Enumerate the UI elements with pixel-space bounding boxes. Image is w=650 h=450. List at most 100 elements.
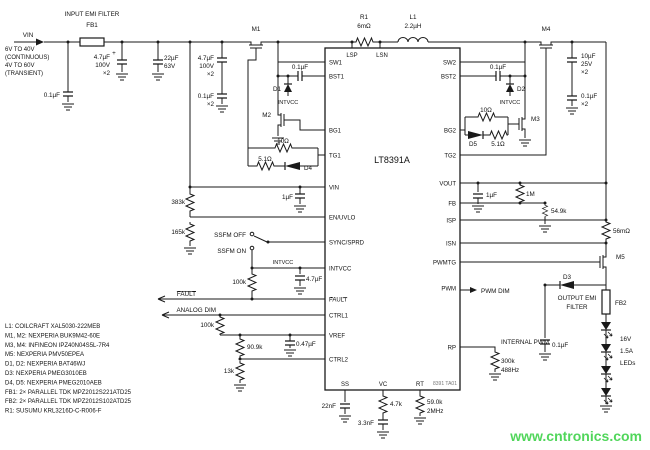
fault-terminal-label: FAULT — [177, 291, 196, 298]
vref-cap-value: 0.47µF — [296, 341, 316, 348]
vc-cap-value: 3.3nF — [358, 420, 374, 427]
pin-label-isn: ISN — [446, 242, 456, 248]
parts-list-item: D3: NEXPERIA PMEG3010EB — [5, 371, 87, 377]
d4-label: D4 — [304, 165, 313, 172]
bootstrap-cap-right — [495, 70, 501, 82]
input-emi-ferrite-fb1 — [79, 37, 105, 47]
boot-cap-left-value: 0.1µF — [292, 64, 308, 71]
l1-value: 2.2µH — [405, 23, 422, 30]
gate-r10-right-value: 10Ω — [480, 107, 492, 114]
divider-909-value: 90.9k — [247, 344, 263, 351]
gate-resistor-5p1-left — [254, 161, 276, 171]
gate-r51-left-value: 5.1Ω — [258, 156, 272, 163]
rp-freq: 488Hz — [501, 367, 519, 374]
outcap1-value: 10µF — [581, 53, 596, 60]
pin-label-vout: VOUT — [439, 182, 456, 188]
rt-freq: 2MHz — [427, 408, 443, 415]
pin-label-ss: SS — [341, 382, 349, 388]
pin-label-ctrl2: CTRL2 — [329, 358, 349, 364]
gate-resistor-5p1-right — [487, 130, 509, 140]
pin-label-bst1: BST1 — [329, 75, 345, 81]
vc-res-value: 4.7k — [390, 401, 403, 408]
d1-label: D1 — [273, 86, 282, 93]
d5-label: D5 — [469, 141, 478, 148]
pin-label-vref: VREF — [329, 334, 345, 340]
en-resistor-165k — [183, 221, 197, 255]
en-r165k-value: 165k — [171, 229, 186, 236]
parts-list-item: M3, M4: INFINEON IPZ40N04S5L-7R4 — [5, 343, 110, 349]
cap-local-rating: 100V — [199, 63, 215, 70]
pin-label-tg2: TG2 — [444, 154, 456, 160]
cap-local2-qty: ×2 — [207, 101, 215, 108]
cap-hf-value: 0.1µF — [44, 92, 60, 99]
pin-label-lsp: LSP — [346, 53, 357, 59]
fb2-label: FB2 — [615, 300, 627, 307]
ss-cap-value: 22nF — [322, 403, 337, 410]
rp-resistor-300k — [488, 349, 502, 381]
pin-label-sync-sprd: SYNC/SPRD — [329, 241, 365, 247]
cap-bulk-value: 4.7µF — [94, 54, 110, 61]
pin-label-vc: VC — [379, 382, 388, 388]
mosfet-m4 — [534, 41, 558, 54]
fault-pullup-value: 100k — [232, 279, 247, 286]
led-voltage: 16V — [620, 336, 632, 343]
pin-label-ctrl1: CTRL1 — [329, 314, 349, 320]
pin-label-intvcc: INTVCC — [329, 267, 352, 273]
input-emi-filter-title: INPUT EMI FILTER — [65, 11, 120, 18]
diode-d4 — [284, 162, 300, 170]
l1-label: L1 — [409, 14, 417, 21]
divider-13k — [233, 360, 247, 392]
ctrl1-resistor-100k — [215, 314, 225, 336]
pin-label-fault: FAULT — [329, 298, 348, 304]
fault-pullup-100k — [247, 271, 257, 293]
cap-22u-value: 22µF — [164, 55, 179, 62]
boot-cap-right-value: 0.1µF — [490, 64, 506, 71]
vin-terminal-label: VIN — [23, 32, 34, 39]
vin-range-line2: (CONTINUOUS) — [5, 55, 49, 61]
vin-range-line3: 4V TO 60V — [5, 63, 34, 69]
rp-value: 300k — [501, 358, 516, 365]
vref-cap-0p47 — [283, 340, 297, 357]
sense-resistor-r1 — [353, 37, 375, 47]
bootstrap-cap-left — [297, 70, 303, 82]
intvcc-node-label: INTVCC — [273, 260, 294, 266]
cap-local-qty: ×2 — [207, 71, 215, 78]
pin-label-sw2: SW2 — [443, 61, 457, 67]
pin-label-bg2: BG2 — [444, 129, 457, 135]
parts-list-item: FB2: 2× PARALLEL TDK MPZ2012S102ATD25 — [5, 399, 132, 405]
site-watermark: www.cntronics.com — [509, 428, 642, 444]
gate-r10-left-value: 10Ω — [277, 138, 289, 145]
mosfet-m1 — [244, 41, 268, 54]
parts-list-item: M5: NEXPERIA PMV50EPEA — [5, 352, 84, 358]
output-emi-line1: OUTPUT EMI — [558, 295, 597, 302]
pin-label-pwmtg: PWMTG — [433, 261, 456, 267]
m5-label: M5 — [616, 254, 625, 261]
fb-54k-value: 54.9k — [551, 208, 567, 215]
rt-res-value: 59.0k — [427, 399, 443, 406]
pin-label-tg1: TG1 — [329, 154, 341, 160]
pin-label-fb: FB — [448, 202, 456, 208]
ctrl1-r100k-value: 100k — [200, 322, 215, 329]
d2-label: D2 — [517, 86, 526, 93]
cap-bulk-polarity: + — [112, 50, 116, 57]
vin-arrow-icon — [36, 38, 44, 46]
fb1-label: FB1 — [86, 22, 98, 29]
ic-body-lt8391a — [324, 47, 461, 391]
ssfm-switch — [249, 231, 255, 251]
en-resistor-383k — [185, 191, 195, 213]
pin-label-en-uvlo: EN/UVLO — [329, 216, 356, 222]
m4-label: M4 — [542, 26, 551, 33]
output-filter-cap-value: 0.1µF — [552, 342, 568, 349]
inductor-l1 — [397, 37, 429, 43]
intvcc-cap-value: 4.7µF — [306, 276, 322, 283]
cap-bulk-qty: ×2 — [103, 70, 111, 77]
gate-r51-right-value: 5.1Ω — [491, 141, 505, 148]
mosfet-m5 — [594, 250, 607, 274]
pin-label-rt: RT — [416, 382, 424, 388]
pin-label-isp: ISP — [446, 219, 456, 225]
m3-label: M3 — [531, 116, 540, 123]
output-emi-line2: FILTER — [566, 304, 588, 311]
d3-label: D3 — [563, 274, 572, 281]
pin-label-lsn: LSN — [376, 53, 388, 59]
diode-d1 — [284, 83, 292, 92]
